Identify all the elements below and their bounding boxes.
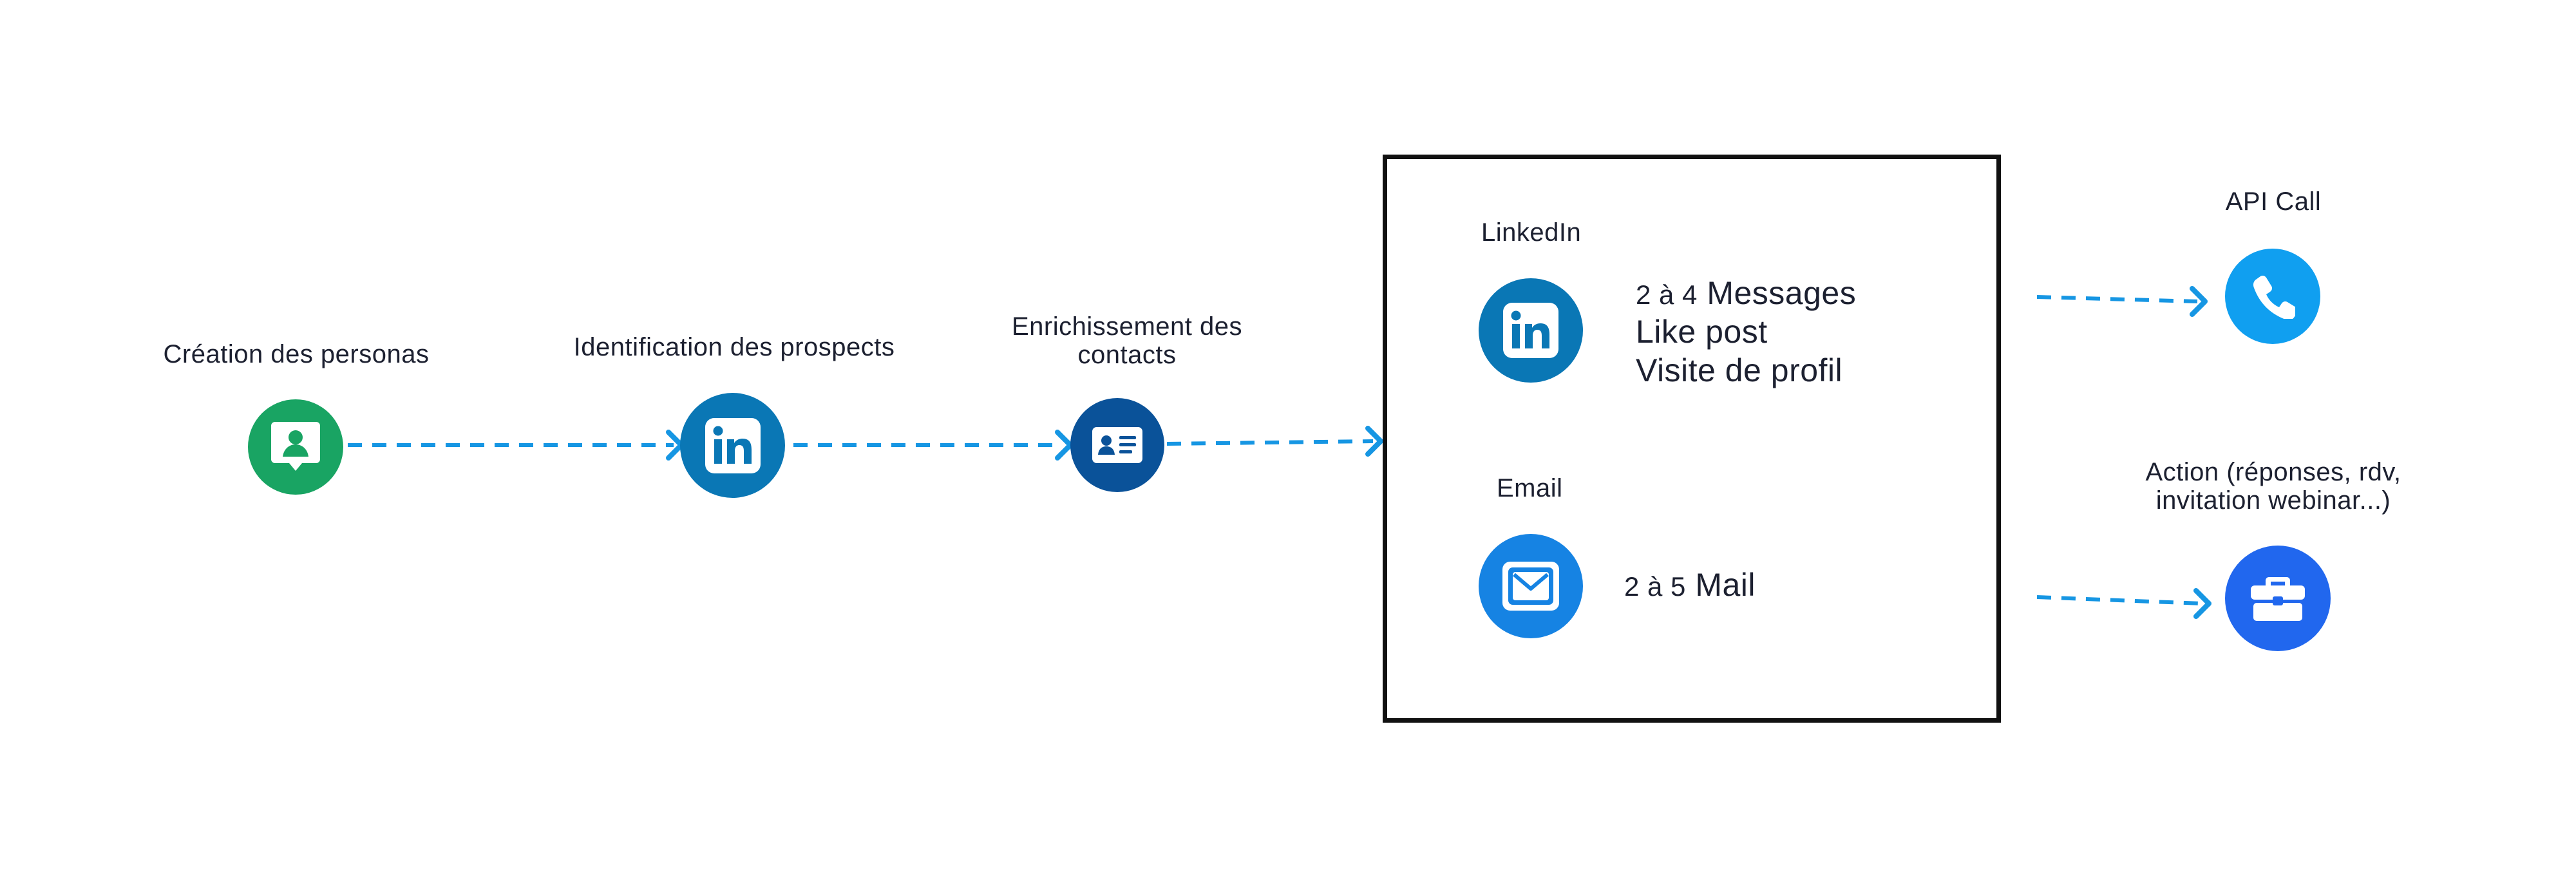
linkedin-icon: [1503, 303, 1558, 358]
linkedin-title: LinkedIn: [1481, 218, 1582, 247]
id-card-icon: [1092, 427, 1142, 463]
email-mails-unit: Mail: [1695, 567, 1756, 603]
action-label-line1: Action (réponses, rdv,: [2145, 458, 2401, 486]
linkedin-channel-node[interactable]: [1479, 278, 1583, 383]
prospects-node[interactable]: [680, 393, 785, 498]
enrich-label-line2: contacts: [1077, 341, 1177, 369]
linkedin-icon: [705, 417, 761, 473]
linkedin-profile-visit: Visite de profil: [1636, 352, 1843, 388]
sequence-panel: [1383, 155, 2001, 723]
api-call-label: API Call: [2225, 187, 2322, 216]
email-channel-node[interactable]: [1479, 534, 1583, 638]
action-node[interactable]: [2225, 546, 2331, 651]
action-label-line2: invitation webinar...): [2155, 486, 2391, 515]
prospects-label: Identification des prospects: [573, 333, 895, 361]
envelope-icon: [1502, 562, 1559, 611]
connector-panel-to-api-call: [2036, 295, 2198, 303]
email-mails: 2 à 5 Mail: [1624, 566, 1756, 606]
email-mails-count: 2 à 5: [1624, 571, 1686, 602]
enrich-node[interactable]: [1070, 398, 1164, 492]
arrowhead-action: [2193, 588, 2211, 619]
arrowhead-enrich: [1055, 430, 1073, 461]
email-title: Email: [1497, 474, 1563, 502]
personas-label: Création des personas: [163, 340, 430, 368]
enrich-label-line1: Enrichissement des: [1011, 312, 1243, 341]
arrowhead-panel: [1365, 426, 1383, 457]
api-call-node[interactable]: [2225, 249, 2320, 344]
personas-node[interactable]: [248, 399, 343, 495]
connector-panel-to-action: [2036, 595, 2202, 605]
arrowhead-api-call: [2190, 286, 2208, 317]
phone-icon: [2253, 275, 2295, 319]
contact-person-icon: [271, 422, 320, 471]
linkedin-messages: 2 à 4 Messages: [1636, 274, 1856, 314]
connector-enrich-to-panel: [1166, 439, 1374, 446]
briefcase-icon: [2251, 577, 2305, 621]
linkedin-like-post: Like post: [1636, 314, 1768, 350]
linkedin-messages-count: 2 à 4: [1636, 280, 1698, 310]
linkedin-messages-unit: Messages: [1707, 275, 1857, 311]
